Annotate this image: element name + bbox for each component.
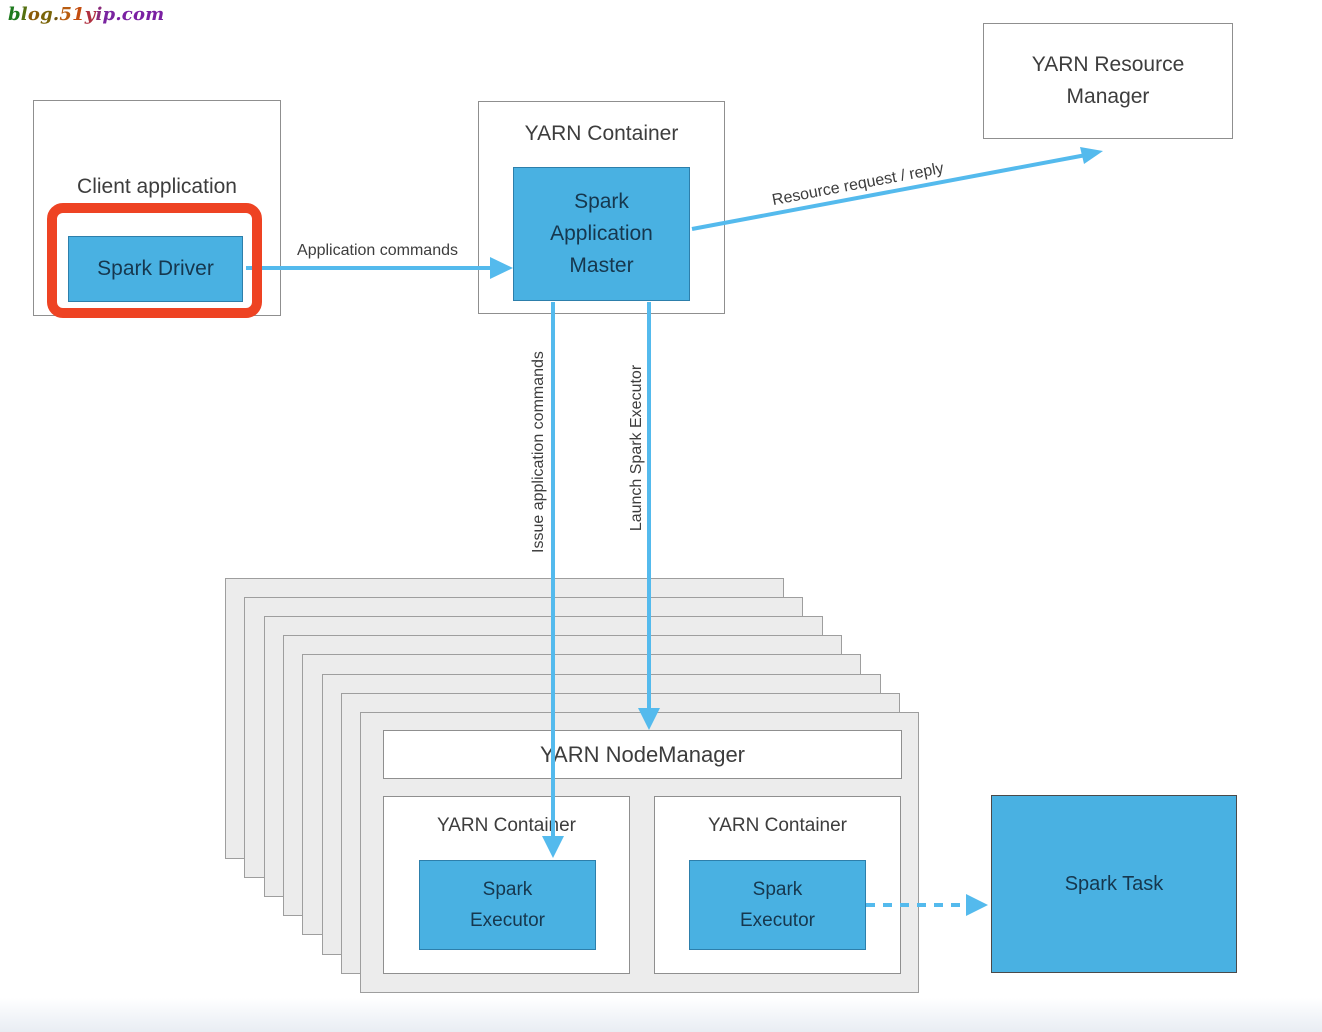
issue-application-commands-label: Issue application commands bbox=[530, 351, 547, 553]
executor-task-arrowhead bbox=[966, 894, 988, 916]
spark-driver-label: Spark Driver bbox=[97, 257, 214, 280]
spark-am-line3: Master bbox=[569, 254, 634, 277]
spark-executor-left-line1: Spark bbox=[482, 879, 533, 900]
spark-am-line1: Spark bbox=[574, 190, 629, 213]
spark-task-label: Spark Task bbox=[1064, 872, 1164, 895]
spark-driver-box: Spark Driver bbox=[68, 236, 243, 302]
resource-request-arrowhead bbox=[1080, 147, 1103, 164]
yarn-resource-manager-label: YARN Resource Manager bbox=[1032, 49, 1185, 113]
yarn-resource-manager-box: YARN Resource Manager bbox=[983, 23, 1233, 139]
spark-task-box: Spark Task bbox=[991, 795, 1237, 973]
spark-executor-right-line2: Executor bbox=[740, 910, 815, 931]
launch-spark-executor-label: Launch Spark Executor bbox=[628, 364, 645, 532]
yarn-rm-line2: Manager bbox=[1066, 85, 1150, 108]
spark-executor-left-line2: Executor bbox=[470, 910, 545, 931]
yarn-nodemanager-bar: YARN NodeManager bbox=[383, 730, 902, 779]
resource-request-arrow bbox=[691, 153, 1087, 231]
spark-executor-right-line1: Spark bbox=[752, 879, 803, 900]
yarn-container-top-label: YARN Container bbox=[524, 122, 679, 145]
bottom-gradient-strip bbox=[0, 998, 1322, 1032]
spark-executor-box-right: Spark Executor bbox=[689, 860, 866, 950]
yarn-container-right-label: YARN Container bbox=[707, 815, 848, 836]
application-commands-label: Application commands bbox=[297, 242, 458, 259]
spark-am-line2: Application bbox=[550, 222, 653, 245]
resource-request-label: Resource request / reply bbox=[770, 159, 946, 210]
spark-application-master-label: Spark Application Master bbox=[550, 186, 653, 282]
spark-driver-highlight-ring bbox=[47, 203, 262, 318]
spark-executor-right-label: Spark Executor bbox=[740, 874, 815, 936]
watermark: blog.51yip.com bbox=[8, 4, 165, 25]
yarn-nodemanager-label: YARN NodeManager bbox=[539, 741, 746, 767]
client-application-label: Client application bbox=[77, 175, 237, 198]
spark-executor-box-left: Spark Executor bbox=[419, 860, 596, 950]
yarn-rm-line1: YARN Resource bbox=[1031, 53, 1185, 76]
spark-application-master-box: Spark Application Master bbox=[513, 167, 690, 301]
yarn-container-left-label: YARN Container bbox=[436, 815, 577, 836]
spark-executor-left-label: Spark Executor bbox=[470, 874, 545, 936]
